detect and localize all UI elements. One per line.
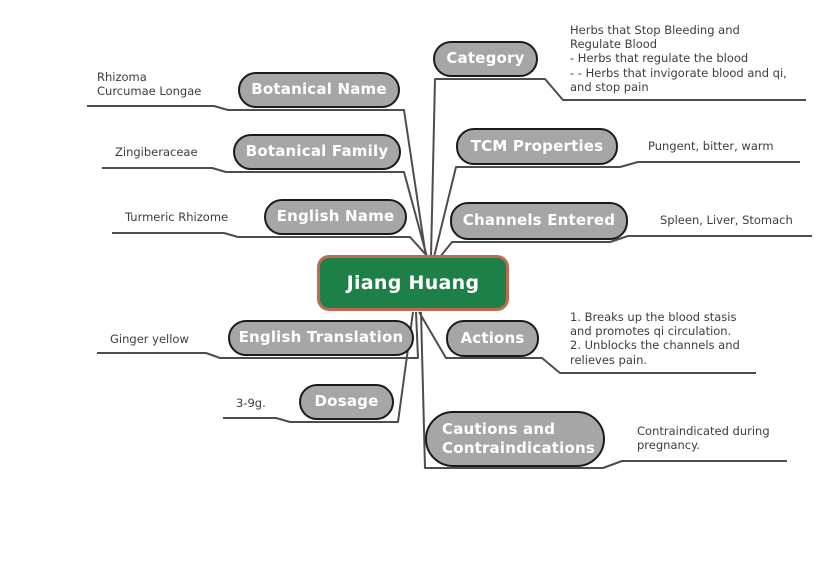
root-node[interactable]: Jiang Huang — [317, 255, 509, 311]
annotation-dosage: 3-9g. — [236, 396, 266, 410]
annotation-english-name: Turmeric Rhizome — [125, 210, 229, 224]
connector-category — [430, 78, 806, 258]
node-actions[interactable]: Actions — [446, 320, 539, 357]
node-cautions[interactable]: Cautions and Contraindications — [425, 411, 605, 467]
connector-botanical-family — [102, 167, 428, 258]
annotation-tcm-properties: Pungent, bitter, warm — [648, 139, 774, 153]
connector-tcm-properties — [433, 161, 800, 258]
node-english-name[interactable]: English Name — [264, 199, 407, 235]
connector-actions — [418, 311, 756, 374]
annotation-actions: 1. Breaks up the blood stasis and promot… — [570, 310, 740, 367]
connector-botanical-name — [87, 105, 427, 258]
node-tcm-properties[interactable]: TCM Properties — [456, 128, 618, 165]
connector-english-name — [112, 232, 429, 258]
node-dosage[interactable]: Dosage — [299, 384, 394, 420]
annotation-botanical-family: Zingiberaceae — [115, 145, 198, 159]
connector-channels-entered — [439, 235, 812, 258]
node-category[interactable]: Category — [433, 41, 538, 77]
connector-english-translation — [97, 311, 419, 359]
node-english-translation[interactable]: English Translation — [228, 320, 414, 356]
annotation-english-translation: Ginger yellow — [110, 332, 189, 346]
connector-cautions — [420, 311, 787, 469]
annotation-channels-entered: Spleen, Liver, Stomach — [660, 213, 793, 227]
annotation-category: Herbs that Stop Bleeding and Regulate Bl… — [570, 23, 787, 94]
node-botanical-name[interactable]: Botanical Name — [238, 72, 400, 108]
node-channels-entered[interactable]: Channels Entered — [450, 202, 628, 240]
annotation-cautions: Contraindicated during pregnancy. — [637, 424, 770, 453]
node-botanical-family[interactable]: Botanical Family — [233, 134, 401, 170]
annotation-botanical-name: Rhizoma Curcumae Longae — [97, 70, 202, 99]
connector-dosage — [223, 311, 414, 423]
